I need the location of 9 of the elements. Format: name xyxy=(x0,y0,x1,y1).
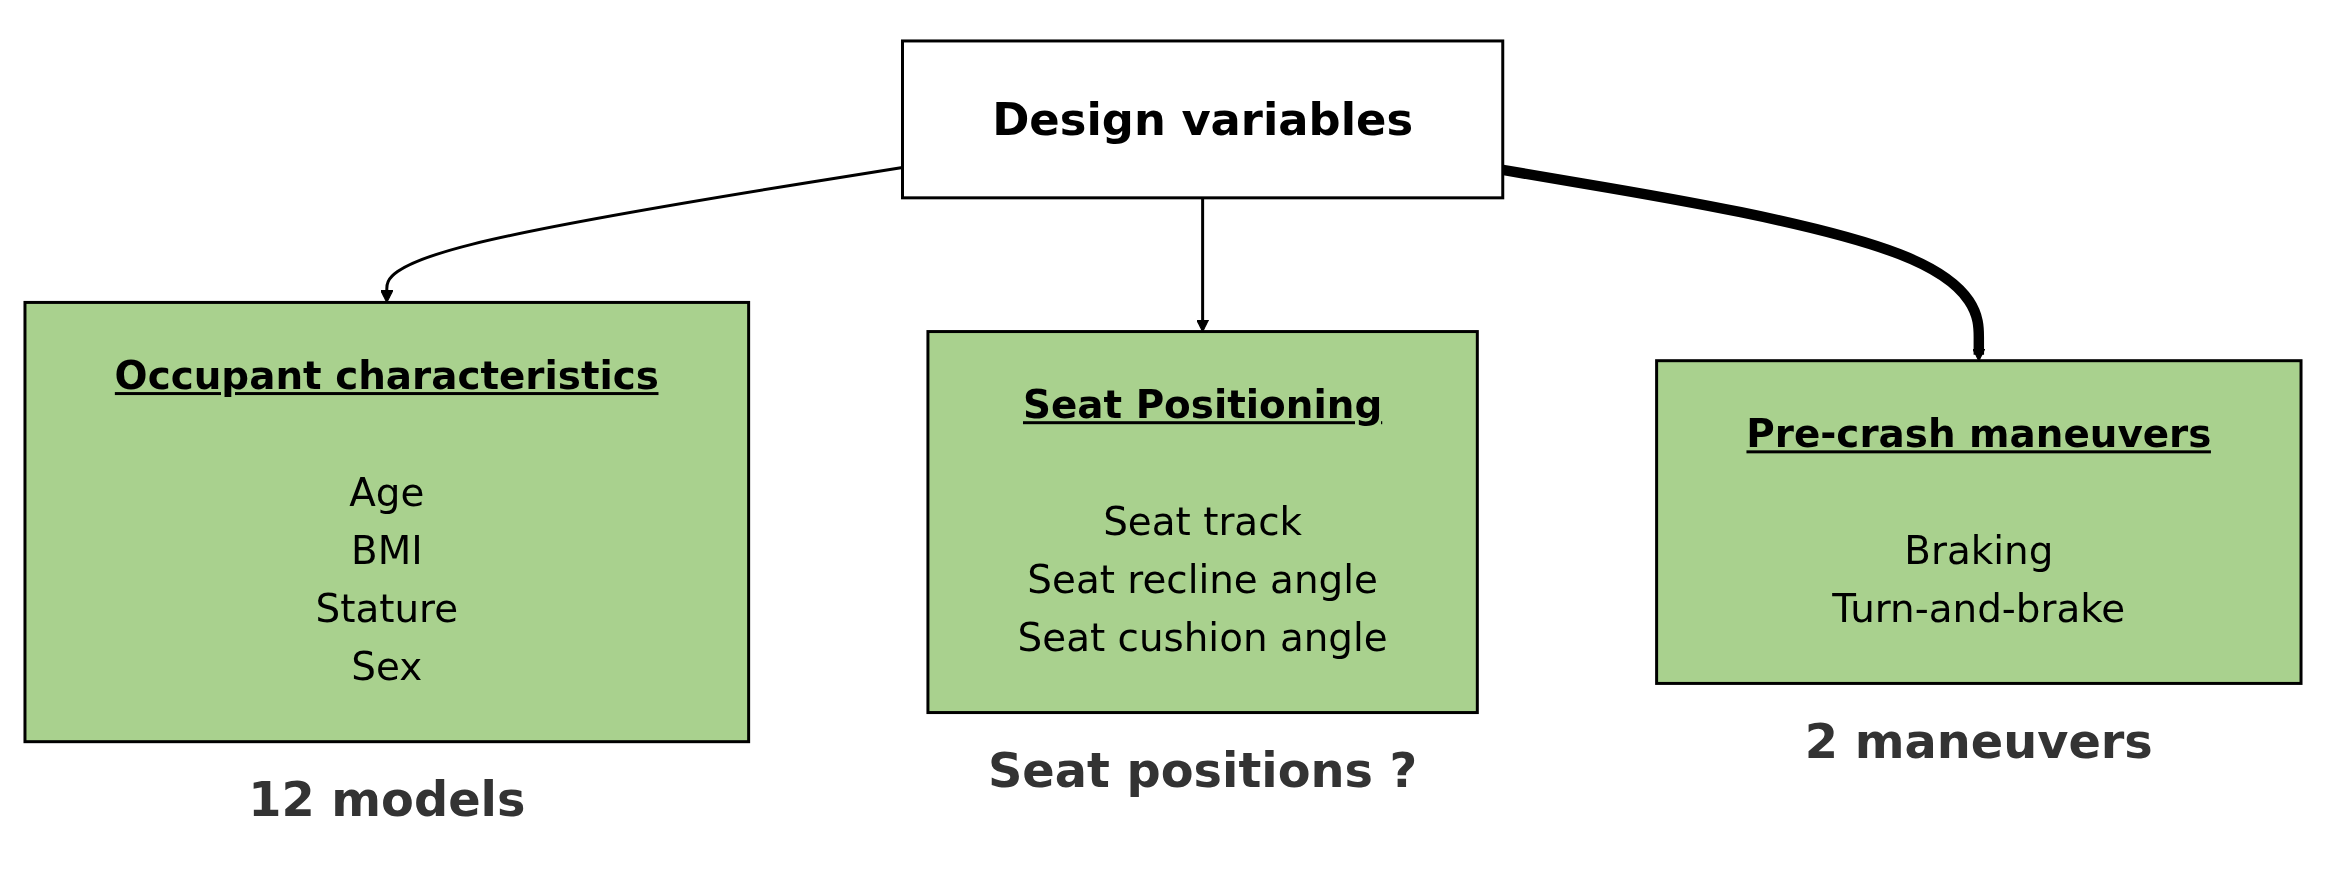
node-box: Pre-crash maneuvers Braking Turn-and-brake xyxy=(1655,359,2303,685)
node-caption: 2 maneuvers xyxy=(1804,714,2153,769)
arrow xyxy=(380,165,903,303)
node-caption: 12 models xyxy=(248,772,526,828)
node-box: Design variables xyxy=(901,39,1505,200)
arrow xyxy=(1196,197,1210,332)
node-box: Occupant characteristics Age BMI Stature Sex xyxy=(23,300,751,744)
node-box: Seat Positioning Seat track Seat recline angle Seat cushion angle xyxy=(926,329,1479,714)
node-caption: Seat positions ? xyxy=(987,743,1418,799)
